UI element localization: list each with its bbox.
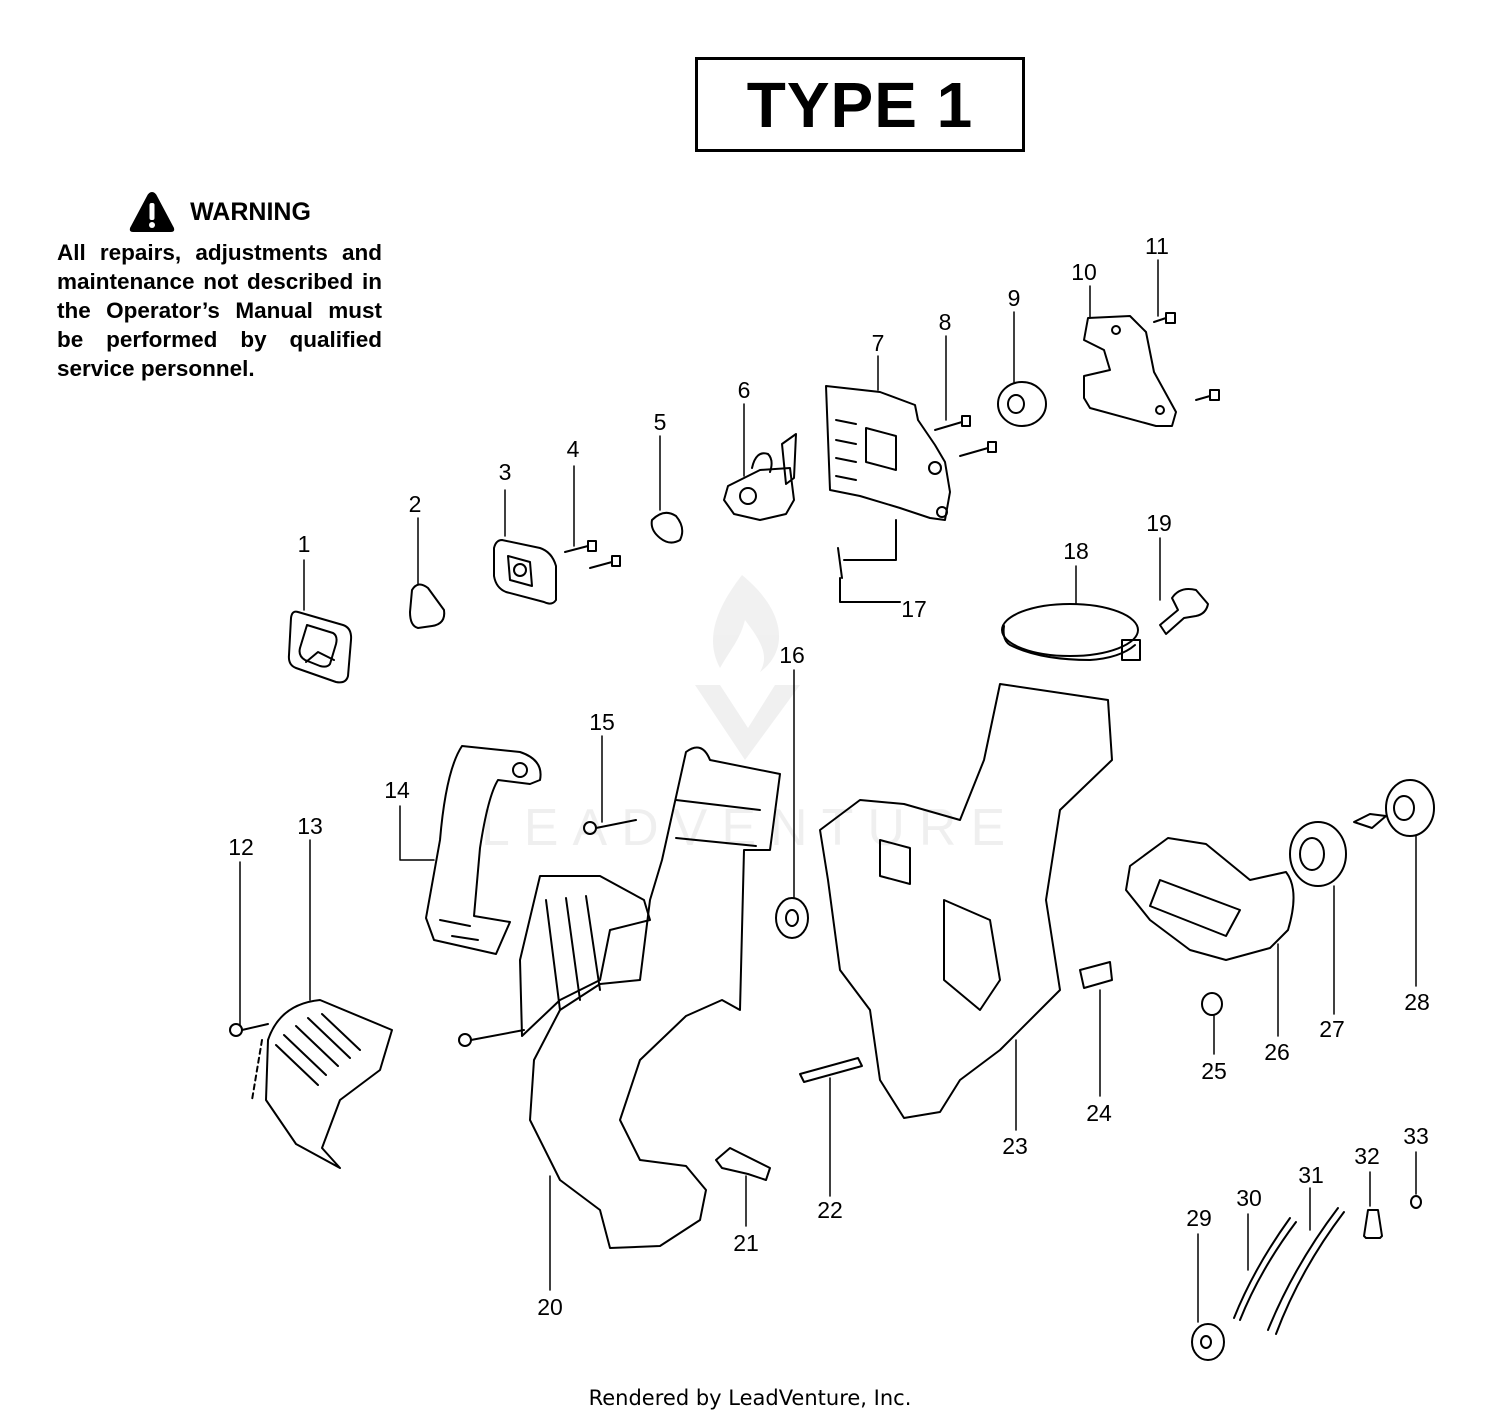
part-number-3: 3 [499,459,512,485]
part-number-10: 10 [1071,259,1097,285]
part-housing-20 [519,746,781,1249]
part-cover-13 [265,999,393,1169]
part-bolts-8 [934,415,997,457]
part-number-21: 21 [733,1230,759,1256]
warning-header: WARNING [57,190,382,234]
part-plug-5 [650,511,684,544]
warning-notice: WARNING All repairs, adjustments and mai… [57,190,382,383]
part-pulley-28 [1353,779,1435,837]
part-number-6: 6 [738,377,751,403]
part-carburetor-6 [723,433,797,521]
part-screws-4 [564,540,621,569]
part-number-9: 9 [1008,285,1021,311]
part-number-14: 14 [384,777,410,803]
part-number-11: 11 [1145,233,1169,259]
part-number-16: 16 [779,642,805,668]
part-adapter-3 [493,539,557,605]
part-bolt-20b [458,1029,525,1047]
part-number-32: 32 [1354,1143,1380,1169]
part-number-26: 26 [1264,1039,1290,1065]
part-number-23: 23 [1002,1133,1028,1159]
part-number-12: 12 [228,834,254,860]
part-number-33: 33 [1403,1123,1429,1149]
part-screws-11 [1153,312,1220,401]
part-number-1: 1 [298,531,311,557]
part-cap-2 [409,583,446,629]
part-number-2: 2 [409,491,422,517]
part-washer-29 [1191,1323,1225,1361]
part-grommet-25 [1201,992,1223,1016]
part-ring-9 [997,381,1047,427]
part-line-31 [1267,1207,1345,1335]
part-filter-26 [1125,837,1295,961]
part-number-19: 19 [1146,510,1172,536]
part-number-30: 30 [1236,1185,1262,1211]
warning-triangle-icon [129,192,175,232]
part-number-25: 25 [1201,1058,1227,1084]
part-clamp-18 [1001,603,1141,661]
title-box: TYPE 1 [695,57,1025,152]
warning-heading: WARNING [190,197,311,226]
part-number-7: 7 [872,330,885,356]
part-line-30 [1233,1217,1297,1321]
part-bolt-15 [583,819,637,835]
diagram-title: TYPE 1 [746,68,974,141]
part-number-20: 20 [537,1294,563,1320]
part-knob-19 [1159,588,1209,635]
part-number-24: 24 [1086,1100,1112,1126]
part-number-22: 22 [817,1197,843,1223]
part-number-4: 4 [567,436,580,462]
part-number-27: 27 [1319,1016,1345,1042]
part-number-17: 17 [901,596,927,622]
part-gear-16 [775,897,809,939]
part-tab-24 [1079,961,1113,989]
part-number-31: 31 [1298,1162,1324,1188]
watermark-text: LEADVENTURE [481,799,1019,857]
part-number-5: 5 [654,409,667,435]
warning-text: All repairs, adjustments and maintenance… [57,240,382,381]
part-gasket-1 [287,610,353,684]
part-filter-32 [1363,1209,1383,1239]
part-number-13: 13 [297,813,323,839]
footer-credit: Rendered by LeadVenture, Inc. [588,1386,912,1410]
part-housing-23 [819,683,1113,1119]
watermark-logo-icon [695,575,800,760]
part-pin-22 [799,1057,863,1083]
part-clip-21 [715,1147,771,1181]
part-number-15: 15 [589,709,615,735]
part-plate-10 [1083,315,1177,427]
part-number-8: 8 [939,309,952,335]
part-number-28: 28 [1404,989,1430,1015]
part-housing-7 [825,385,951,521]
part-number-29: 29 [1186,1205,1212,1231]
leader-lines [239,259,1417,1323]
part-ring-27 [1289,821,1347,887]
part-screw-12 [229,1023,269,1101]
part-handle-14 [425,745,542,955]
part-number-18: 18 [1063,538,1089,564]
part-link-17 [837,519,901,603]
part-small-33 [1410,1195,1422,1209]
